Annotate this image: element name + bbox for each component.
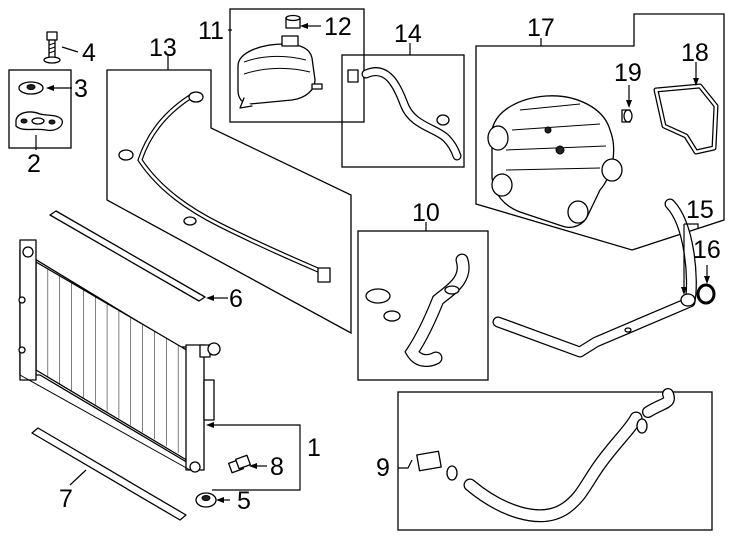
callout-11: 11 (198, 17, 224, 45)
callout-17: 17 (527, 14, 555, 42)
callout-14: 14 (394, 20, 422, 48)
group-box-hose-14 (341, 54, 465, 168)
callout-4: 4 (82, 39, 96, 67)
housing-gasket (653, 83, 719, 155)
radiator (18, 239, 221, 473)
callout-8: 8 (270, 453, 284, 481)
callout-12: 12 (324, 13, 352, 41)
group-box-thermostat (475, 13, 725, 251)
lower-mount (195, 492, 217, 508)
thermostat-housing (487, 95, 623, 229)
group-box-hose-13 (106, 69, 352, 335)
bracket (15, 111, 63, 132)
callout-13: 13 (149, 34, 177, 62)
leader-lines (35, 23, 710, 503)
callout-5: 5 (237, 487, 251, 515)
hose-14 (347, 67, 462, 161)
drain-plug (228, 454, 251, 474)
callout-3: 3 (74, 75, 88, 103)
coolant-reservoir (237, 35, 323, 109)
group-box-bracket (8, 69, 72, 149)
hose-10 (365, 253, 470, 367)
callout-numbers: 4 3 2 11 12 13 14 17 18 19 10 15 16 6 1 … (27, 13, 721, 515)
hose-13 (118, 91, 331, 283)
callout-1: 1 (307, 434, 321, 462)
callout-10: 10 (412, 199, 440, 227)
callout-7: 7 (59, 485, 73, 513)
group-box-reservoir (229, 8, 365, 123)
callout-16: 16 (693, 236, 721, 264)
pipe-o-ring (696, 283, 716, 305)
lower-seal-strip (31, 427, 187, 521)
callout-18: 18 (681, 39, 709, 67)
callout-9: 9 (376, 454, 390, 482)
group-box-hose-10 (357, 230, 489, 381)
callout-2: 2 (27, 150, 41, 178)
temp-sensor (621, 109, 633, 123)
callout-6: 6 (229, 285, 243, 313)
coolant-pipe (492, 198, 697, 358)
radiator-fins (35, 262, 191, 460)
reservoir-cap (285, 14, 301, 29)
callout-15: 15 (686, 196, 714, 224)
hose-9 (416, 388, 675, 523)
bolt (43, 31, 61, 64)
callout-19: 19 (614, 59, 642, 87)
upper-seal-strip (49, 210, 206, 302)
grommet (18, 81, 44, 95)
group-box-hose-9 (397, 391, 713, 531)
